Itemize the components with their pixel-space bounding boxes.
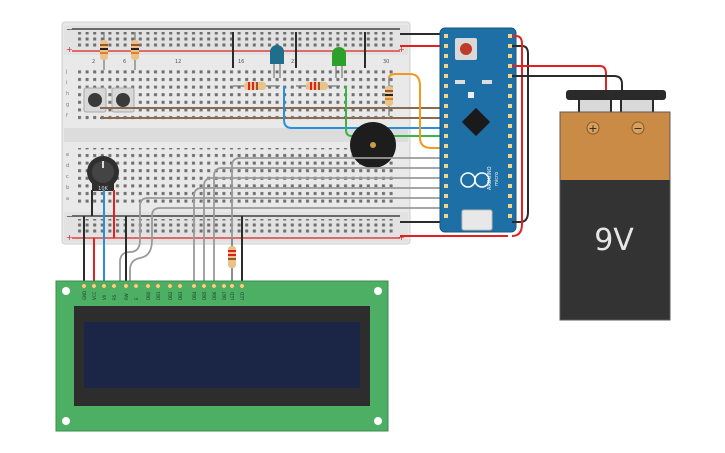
- lcd-pin-label: DB2: [168, 291, 173, 300]
- rail-minus-label: −: [66, 212, 73, 221]
- svg-text:21: 21: [291, 59, 297, 65]
- lcd-pin-label: DB0: [146, 291, 151, 300]
- svg-text:g: g: [66, 102, 69, 108]
- resistor: [131, 32, 139, 70]
- wire: [512, 65, 607, 96]
- reset-button-cap[interactable]: [460, 43, 472, 55]
- lcd-pin-label: VCC: [92, 291, 97, 300]
- svg-text:12: 12: [175, 59, 181, 65]
- svg-text:a: a: [66, 196, 69, 202]
- battery-plus-label: +: [588, 122, 597, 135]
- svg-text:e: e: [66, 152, 69, 158]
- lcd-pin-label: LED: [230, 292, 235, 300]
- battery-minus-label: −: [633, 122, 642, 135]
- usb-port[interactable]: [461, 209, 493, 231]
- wire: [512, 45, 529, 223]
- arduino-micro[interactable]: ARDUINO micro: [439, 27, 517, 233]
- lcd-pin-label: E: [134, 297, 139, 300]
- wire: [388, 73, 444, 149]
- potentiometer-label: 10K: [98, 186, 108, 192]
- lcd-screen: [84, 322, 360, 388]
- wire: [512, 75, 623, 96]
- svg-text:j: j: [65, 69, 67, 75]
- resistor: [228, 238, 236, 284]
- rail-plus-label: +: [398, 233, 405, 242]
- svg-text:6: 6: [123, 59, 126, 65]
- wire: [283, 86, 444, 129]
- lcd-pin-label: RW: [124, 293, 129, 300]
- svg-text:h: h: [66, 91, 69, 97]
- lcd-pin-label: DB1: [156, 291, 161, 300]
- svg-text:2: 2: [92, 59, 95, 65]
- lcd-pin-label: DB7: [222, 291, 227, 300]
- push-button[interactable]: [83, 87, 107, 113]
- lcd-pin-label: DB3: [178, 291, 183, 300]
- svg-text:d: d: [66, 163, 69, 169]
- resistor: [385, 78, 393, 116]
- rail-plus-label: +: [398, 45, 405, 54]
- lcd-display: GND VCC V0 RS RW E DB0 DB1 DB2 DB3 DB4 D…: [55, 280, 389, 432]
- lcd-pin-label: GND: [82, 291, 87, 300]
- arduino-model: micro: [494, 172, 500, 186]
- svg-text:f: f: [66, 113, 68, 119]
- blue-led: [270, 45, 284, 78]
- lcd-pin-label: DB6: [212, 291, 217, 300]
- battery-9v: + − 9V: [559, 90, 671, 321]
- wire: [511, 35, 523, 237]
- potentiometer[interactable]: 10K: [87, 156, 119, 192]
- arduino-brand: ARDUINO: [487, 166, 493, 190]
- svg-text:b: b: [66, 185, 69, 191]
- rail-plus-label: +: [66, 233, 73, 242]
- piezo-buzzer: [350, 122, 396, 168]
- lcd-pin-label: V0: [102, 294, 107, 300]
- resistor: [233, 82, 280, 90]
- green-led: [332, 47, 346, 78]
- resistor: [100, 32, 108, 70]
- battery-voltage-label: 9V: [594, 223, 634, 258]
- svg-text:c: c: [66, 174, 69, 180]
- lcd-data-wires: [119, 157, 444, 284]
- lcd-pin-label: LED: [240, 292, 245, 300]
- row-letters: j i h g f e d c b a: [65, 69, 69, 202]
- rail-minus-label: −: [66, 25, 73, 34]
- svg-text:i: i: [66, 80, 67, 86]
- lcd-pin-label: DB5: [202, 291, 207, 300]
- svg-text:30: 30: [383, 59, 389, 65]
- lcd-pin-label: DB4: [192, 291, 197, 300]
- resistor: [296, 82, 340, 90]
- svg-text:16: 16: [238, 59, 244, 65]
- lcd-pin-label: RS: [112, 294, 117, 300]
- rail-plus-label: +: [66, 45, 73, 54]
- push-button[interactable]: [111, 87, 135, 113]
